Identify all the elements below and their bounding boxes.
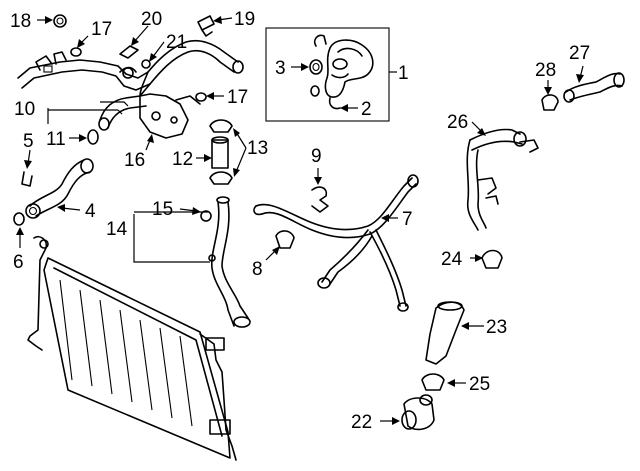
- part-4-hose: [25, 158, 94, 219]
- callout-4: 4: [85, 201, 96, 222]
- part-23-hose: [425, 301, 465, 365]
- upper-pipe-assembly: [17, 14, 244, 145]
- callout-19: 19: [234, 9, 255, 30]
- callout-24: 24: [441, 249, 463, 270]
- leaders: [16, 16, 584, 425]
- callout-15: 15: [152, 199, 173, 220]
- part-28-clamp: [541, 94, 559, 111]
- part-8-clamp: [275, 230, 295, 249]
- part-24-clamp: [481, 249, 503, 269]
- callout-11: 11: [46, 129, 66, 150]
- part-12-13: [209, 119, 233, 185]
- part-25-clamp: [421, 373, 445, 391]
- callout-17-top: 17: [91, 19, 112, 40]
- callout-labels: 1 2 3 4 5 6 7 8 9 10 11 12 13 14 15 16 1…: [10, 9, 590, 433]
- callout-26: 26: [447, 112, 468, 133]
- callout-16: 16: [124, 150, 145, 171]
- callout-1: 1: [398, 63, 409, 84]
- callout-20: 20: [141, 9, 162, 30]
- part-5-clip: [21, 171, 33, 187]
- callout-27: 27: [569, 43, 590, 64]
- callout-12: 12: [172, 149, 193, 170]
- callout-13: 13: [247, 138, 268, 159]
- part-6-ring: [13, 212, 25, 226]
- callout-28: 28: [535, 60, 556, 81]
- part-26-pipe: [466, 128, 539, 231]
- part-19-sensor: [197, 15, 233, 37]
- callout-9: 9: [311, 146, 322, 167]
- callout-8: 8: [252, 259, 263, 280]
- callout-10: 10: [14, 99, 35, 120]
- callout-22: 22: [351, 412, 372, 433]
- callout-2: 2: [361, 99, 372, 120]
- callout-3: 3: [275, 58, 286, 79]
- callout-6: 6: [13, 252, 24, 273]
- radiator: [27, 235, 237, 461]
- part-7-yhose: [253, 174, 419, 312]
- callout-18: 18: [10, 11, 31, 32]
- callout-21: 21: [166, 32, 187, 53]
- callout-7: 7: [402, 209, 413, 230]
- callout-23: 23: [486, 317, 507, 338]
- callout-17-right: 17: [227, 87, 248, 108]
- part-9-clip: [311, 186, 329, 213]
- part-22-flange: [401, 394, 435, 431]
- part-14-pipe: [200, 196, 251, 328]
- part-27-hose: [563, 72, 625, 103]
- callout-25: 25: [469, 374, 490, 395]
- callout-14: 14: [106, 219, 128, 240]
- callout-5: 5: [23, 131, 34, 152]
- inset-box: [265, 27, 397, 122]
